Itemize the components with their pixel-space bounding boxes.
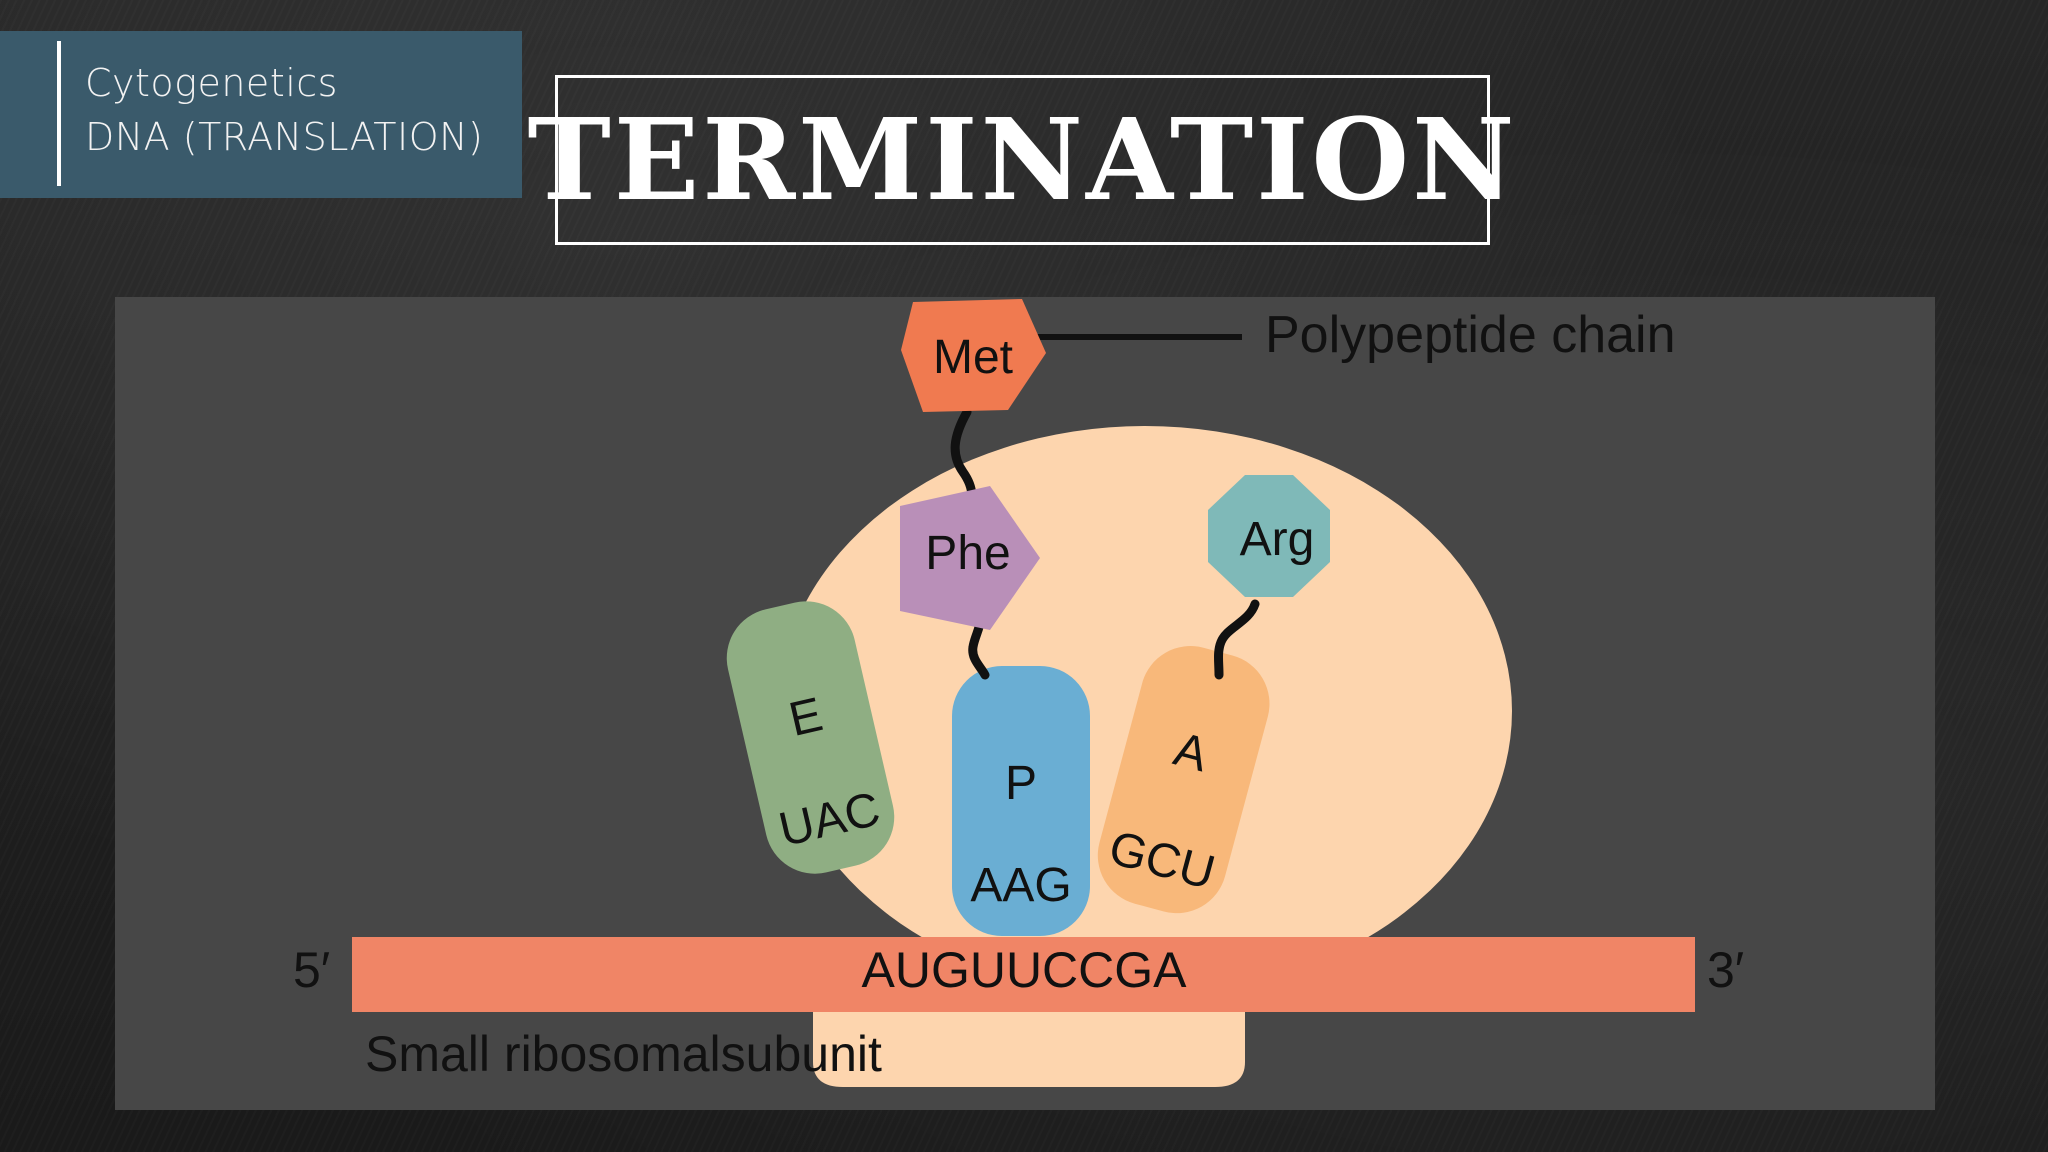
- mrna-sequence: AUGUUCCGA: [861, 942, 1187, 998]
- course-tag-divider: [57, 41, 61, 186]
- met-amino-acid: [901, 299, 1046, 412]
- course-tag: Cytogenetics DNA (TRANSLATION): [0, 31, 522, 198]
- a-site-body: [1097, 646, 1270, 914]
- translation-diagram-svg: E UAC P AAG A GCU Met Phe Arg Polypeptid…: [293, 299, 1744, 1087]
- e-site-trna: E UAC: [726, 601, 895, 874]
- mrna-strand: [352, 937, 1695, 1012]
- a-site-trna: A GCU: [1097, 646, 1270, 914]
- translation-diagram: E UAC P AAG A GCU Met Phe Arg Polypeptid…: [115, 297, 1935, 1110]
- e-site-body: [726, 601, 895, 874]
- phe-label: Phe: [925, 527, 1010, 580]
- course-topic: DNA (TRANSLATION): [85, 115, 484, 159]
- small-subunit-label: Small ribosomalsubunit: [365, 1026, 882, 1082]
- p-site-trna: [952, 666, 1090, 936]
- arg-trna-bond: [1214, 599, 1260, 680]
- slide-title: TERMINATION: [527, 94, 1518, 226]
- three-prime-label: 3′: [1707, 942, 1744, 998]
- met-label: Met: [933, 331, 1013, 384]
- polypeptide-chain-label: Polypeptide chain: [1265, 306, 1676, 364]
- p-site-letter: P: [1005, 757, 1037, 810]
- small-ribosomal-subunit: [813, 997, 1245, 1087]
- five-prime-label: 5′: [293, 942, 330, 998]
- phe-amino-acid: [900, 486, 1040, 630]
- slide-title-box: TERMINATION: [528, 75, 1515, 245]
- arg-amino-acid: [1208, 475, 1330, 597]
- arg-label: Arg: [1240, 513, 1315, 566]
- course-name: Cytogenetics: [85, 61, 338, 105]
- p-site-anticodon: AAG: [970, 859, 1071, 912]
